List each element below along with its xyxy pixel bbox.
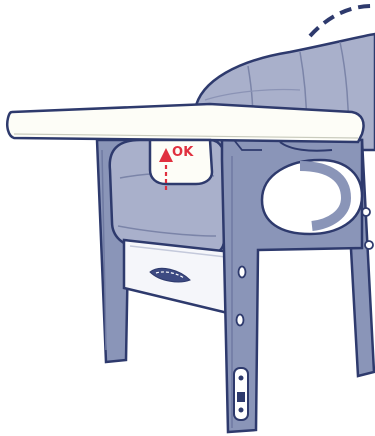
ok-label: OK [172,146,194,159]
front-crossbar [124,240,232,314]
rotation-dashed-arrow-icon [310,6,372,36]
side-frame-right [222,140,362,432]
